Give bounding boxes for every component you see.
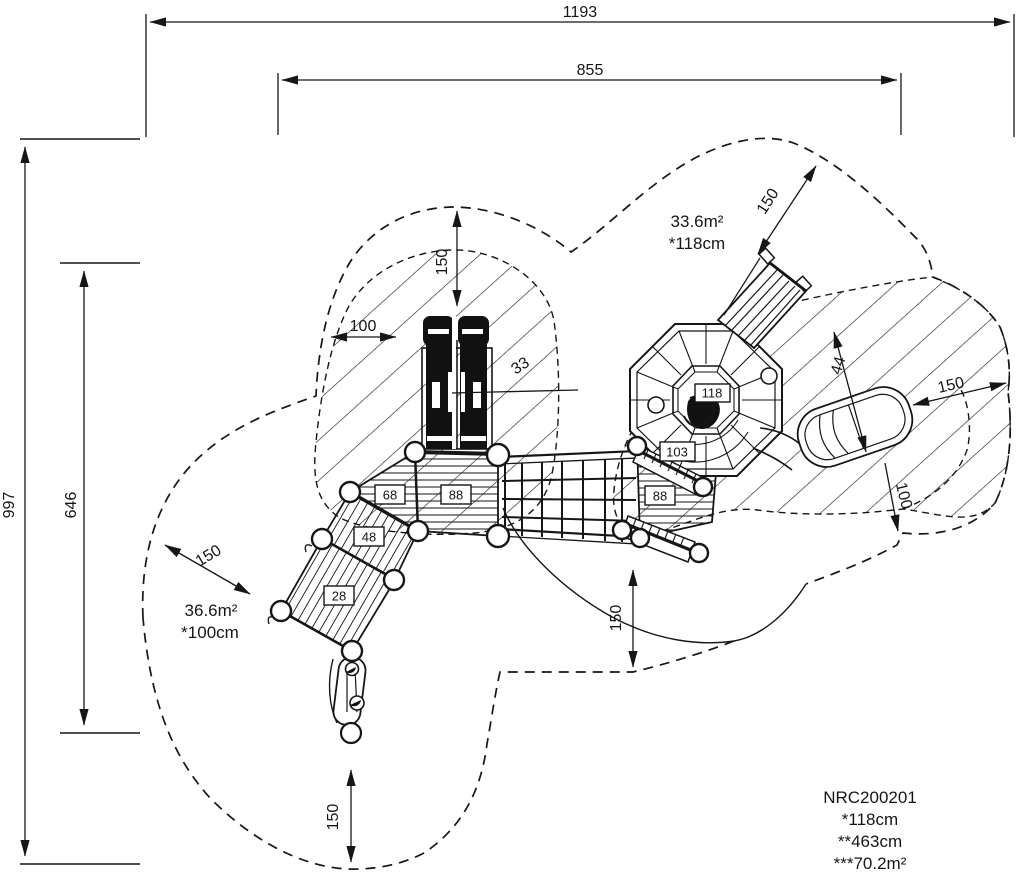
dim-bottom-center-clearance: 150 xyxy=(608,605,625,632)
tag-118: 118 xyxy=(694,383,731,403)
right-zone-area: 33.6m² xyxy=(671,212,724,231)
dim-right-clearance-line xyxy=(912,382,1007,406)
dim-upper-right-clearance-line xyxy=(757,165,817,255)
dim-inner-width: 855 xyxy=(577,62,604,79)
dim-top-clearance: 150 xyxy=(434,249,451,276)
dim-right-clearance: 150 xyxy=(936,374,966,397)
swing-element xyxy=(328,656,367,745)
dim-inner-height: 646 xyxy=(63,492,80,519)
footnote-2: **463cm xyxy=(838,832,902,851)
tag-28-label: 28 xyxy=(332,589,346,604)
posts xyxy=(269,435,714,663)
product-code: NRC200201 xyxy=(823,788,917,807)
left-zone-height: *100cm xyxy=(181,623,239,642)
handle-rail xyxy=(304,544,313,553)
dimension-lines xyxy=(20,14,1015,865)
product-code-block: NRC200201 *118cm **463cm ***70.2m² xyxy=(823,788,917,873)
tag-88-left: 88 xyxy=(440,484,472,505)
access-ramp xyxy=(716,247,813,350)
tag-28: 28 xyxy=(323,585,355,606)
footnote-3: ***70.2m² xyxy=(834,854,907,873)
footnote-1: *118cm xyxy=(842,810,898,829)
dim-bottom-left-clearance: 150 xyxy=(325,804,342,831)
dim-upper-right-clearance: 150 xyxy=(754,186,783,218)
dim-left-gap: 100 xyxy=(350,318,377,335)
dim-left-clearance: 150 xyxy=(193,542,225,570)
tag-103: 103 xyxy=(659,441,696,462)
dim-slide-width-line xyxy=(833,331,867,453)
pocket-boundary xyxy=(902,389,971,510)
platform-tags: 68 88 48 28 88 103 118 xyxy=(323,383,731,606)
tag-68-label: 68 xyxy=(383,488,397,503)
tag-48-label: 48 xyxy=(362,530,376,545)
dim-right-lower-gap: 100 xyxy=(892,481,915,511)
surfacing-edge-curve xyxy=(502,507,807,644)
dim-tower-gap-leader xyxy=(451,389,579,394)
tag-88-left-label: 88 xyxy=(449,488,463,503)
right-zone-height: *118cm xyxy=(669,234,725,253)
zone-annotations: 33.6m² *118cm 36.6m² *100cm xyxy=(181,212,725,642)
dim-slide-width: 44 xyxy=(828,355,849,377)
tag-68: 68 xyxy=(374,484,406,505)
dim-left-clearance-line xyxy=(164,544,251,595)
climbing-towers xyxy=(421,316,493,450)
dim-total-width: 1193 xyxy=(563,4,598,21)
outer-safety-boundary xyxy=(141,137,1012,870)
tag-88-right: 88 xyxy=(644,485,676,506)
tag-88-right-label: 88 xyxy=(653,489,667,504)
tag-103-label: 103 xyxy=(666,445,688,460)
dim-total-height: 997 xyxy=(1,492,18,519)
tag-48: 48 xyxy=(353,526,385,547)
dim-right-lower-gap-line xyxy=(884,462,900,532)
left-zone-area: 36.6m² xyxy=(185,601,238,620)
tag-118-label: 118 xyxy=(702,386,723,401)
